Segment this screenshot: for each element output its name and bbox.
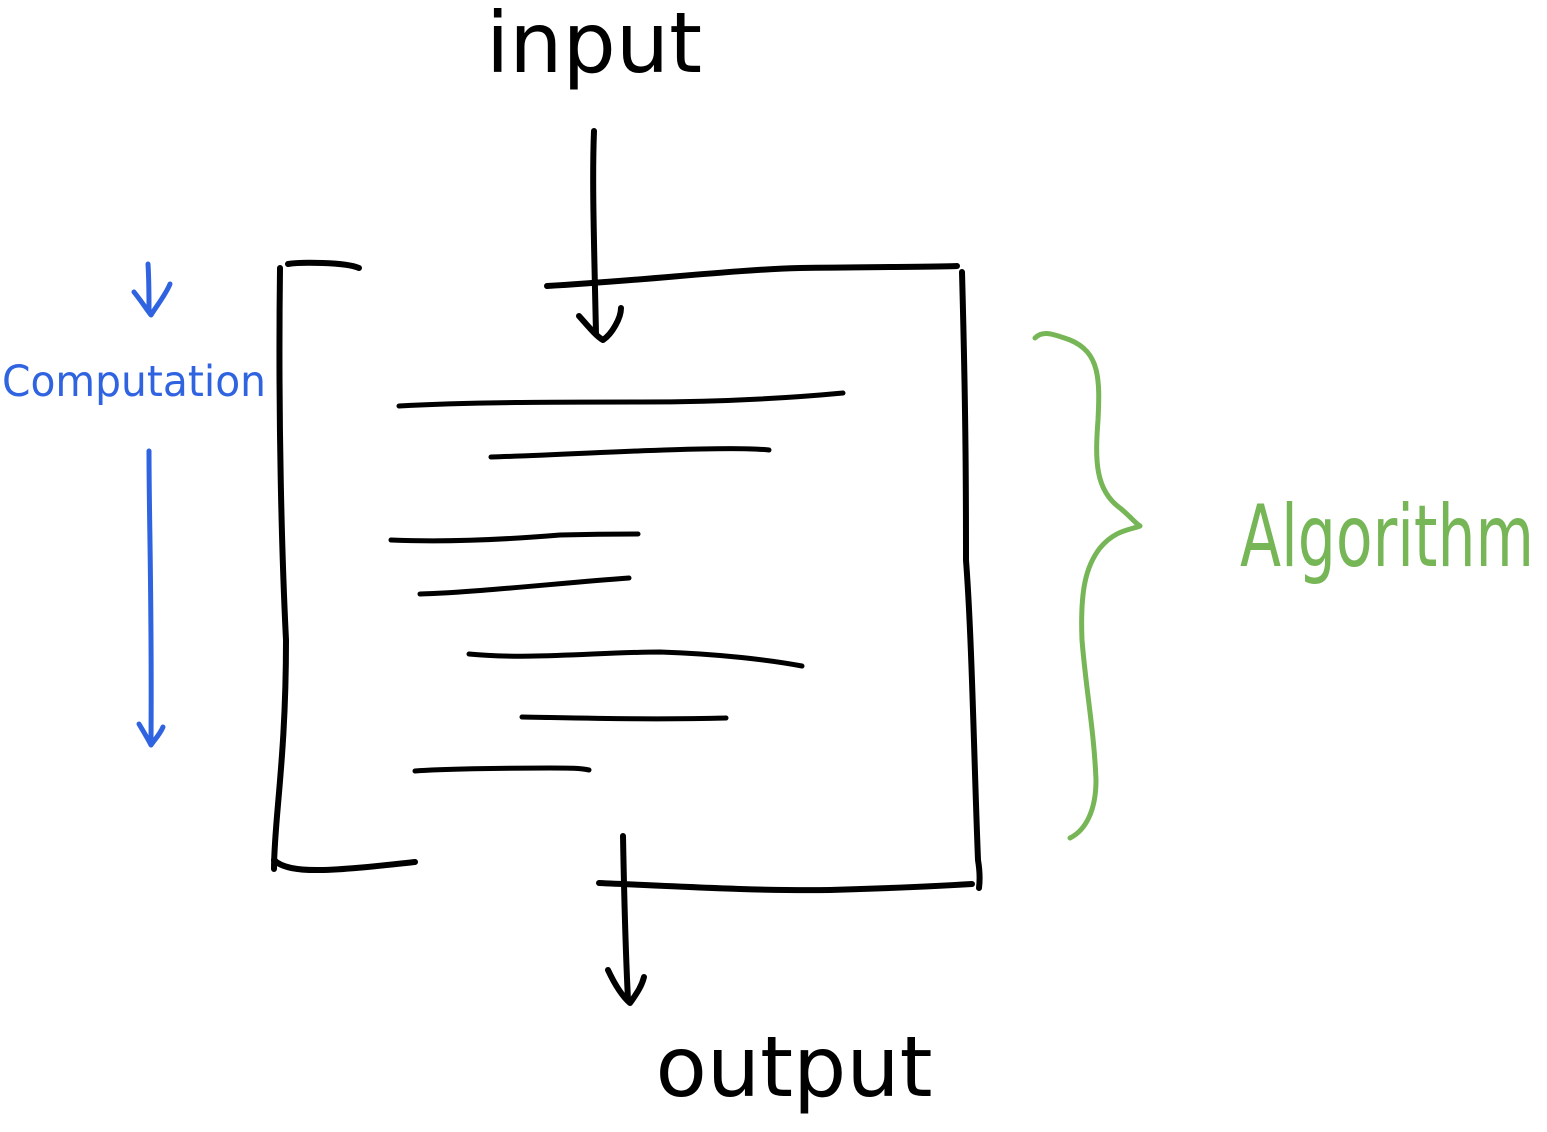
computation-label: Computation — [2, 357, 266, 407]
output-label: output — [655, 1018, 932, 1116]
algorithm-box — [271, 259, 983, 894]
step-line-3 — [388, 531, 641, 544]
computation-arrow — [131, 261, 173, 748]
algorithm-brace — [1032, 331, 1143, 841]
step-line-2 — [488, 446, 772, 460]
algorithm-label: Algorithm — [1240, 487, 1534, 587]
output-arrow — [605, 833, 647, 1006]
input-arrow — [576, 128, 624, 343]
step-line-5 — [466, 649, 805, 669]
step-line-6 — [519, 714, 729, 722]
algorithm-steps — [388, 390, 846, 774]
step-line-1 — [396, 390, 846, 409]
input-label: input — [486, 0, 702, 92]
step-line-4 — [417, 575, 632, 597]
step-line-7 — [412, 765, 592, 774]
